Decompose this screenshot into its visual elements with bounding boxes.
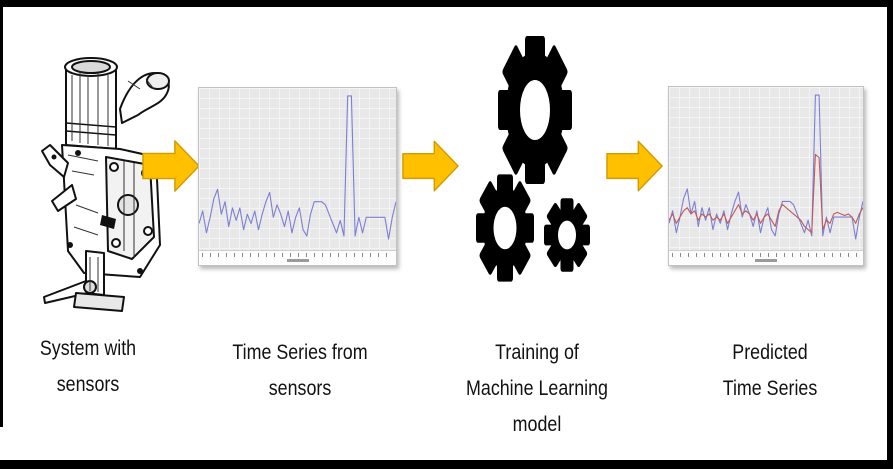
caption-line: Predicted [732,341,808,364]
frame-top-bar [0,0,893,7]
x-axis-label [755,259,777,262]
caption-training-of-ml-model: Training of Machine Learning model [452,335,622,443]
caption-line: model [512,413,562,436]
caption-line: Training of [495,341,579,364]
caption-line: sensors [268,377,332,400]
caption-predicted-time-series: Predicted Time Series [694,335,847,407]
caption-line: Time Series from [232,341,368,364]
caption-system-with-sensors: System with sensors [19,331,157,403]
caption-time-series-from-sensors: Time Series from sensors [224,335,377,407]
x-axis-tick-labels [672,253,860,257]
caption-line: sensors [56,373,120,396]
flow-arrow-icon-1 [142,140,200,192]
predicted-chart-x-axis [669,251,863,265]
caption-line: Machine Learning [466,377,608,400]
caption-line: System with [39,337,137,360]
predicted-chart-plot-area [669,87,863,251]
x-axis-tick-labels [202,253,393,257]
frame-right-edge [887,7,893,460]
caption-line: Time Series [722,377,818,400]
frame-bottom-bar [0,460,893,469]
flow-arrow-icon-2 [402,140,459,192]
predicted-timeseries-chart [668,86,864,266]
gears-icon [476,36,590,282]
flow-arrow-icon-3 [606,140,663,192]
carburetor-icon [41,57,170,312]
x-axis-label [286,259,309,262]
sensor-timeseries-chart [198,87,397,266]
sensor-chart-x-axis [199,251,396,265]
frame-left-edge [0,7,3,427]
sensor-chart-plot-area [199,88,396,251]
